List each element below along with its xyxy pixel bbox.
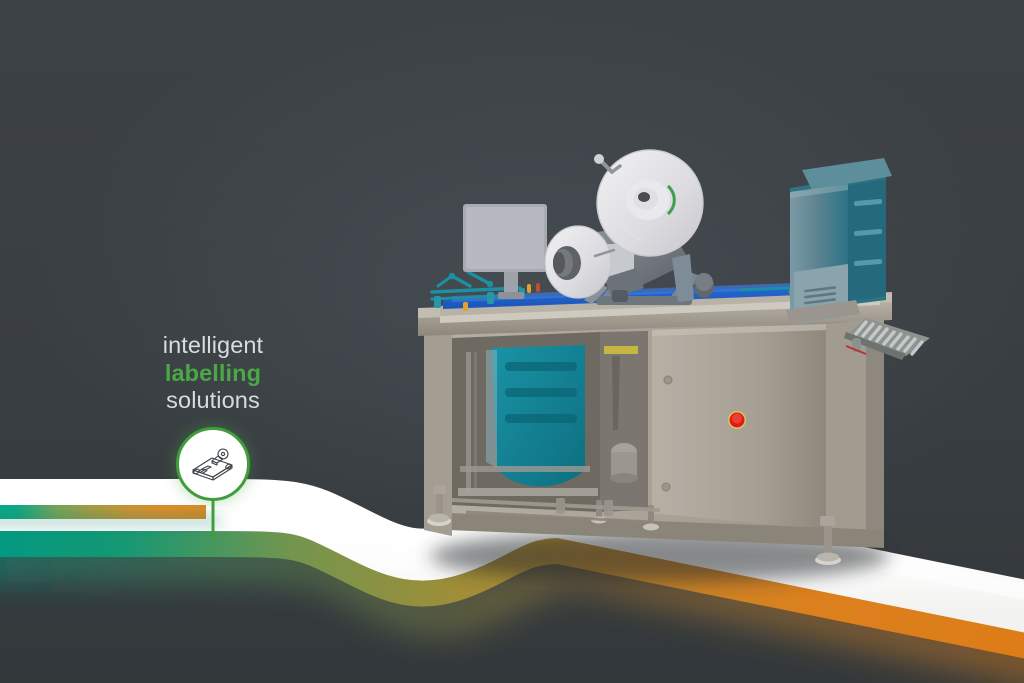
conveyor-labeller-icon	[192, 448, 233, 481]
tagline-line-3: solutions	[166, 387, 260, 414]
badge-circle[interactable]	[176, 427, 250, 502]
brand-callout: intelligent labelling solutions	[140, 332, 286, 541]
badge-pin-stem	[211, 496, 215, 541]
tagline-line-2: labelling	[164, 359, 262, 386]
tagline-line-1: intelligent	[162, 332, 264, 358]
badge-marker[interactable]	[140, 427, 286, 541]
